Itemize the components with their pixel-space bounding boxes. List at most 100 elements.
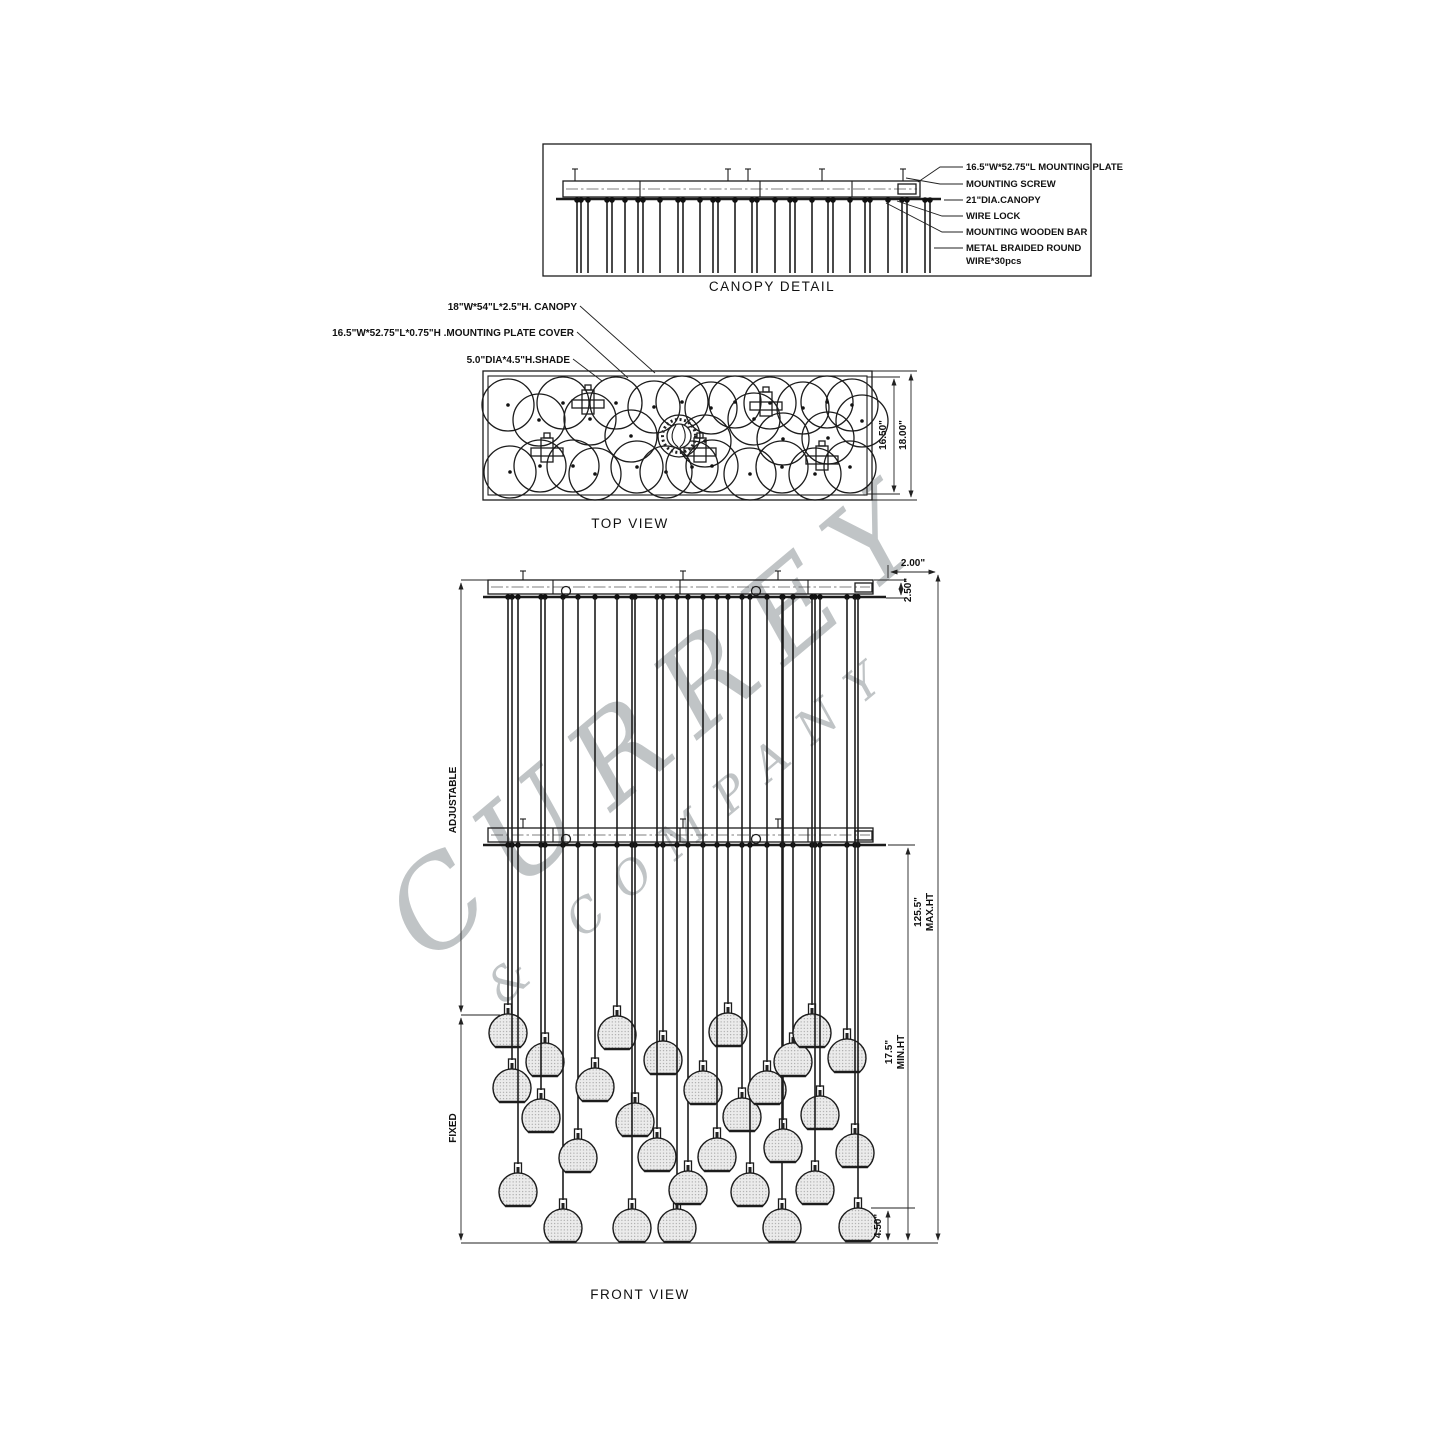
canopy-wires	[574, 197, 933, 273]
socket-pin	[593, 1062, 597, 1069]
wire-lock-dot	[792, 197, 798, 203]
shade-center-dot	[690, 465, 694, 469]
top-view-shades	[481, 375, 889, 501]
shade-center-dot	[752, 417, 756, 421]
shade-circle	[568, 447, 622, 501]
socket-pin	[791, 1037, 795, 1044]
dim-max-value: 125.5"	[913, 897, 924, 927]
socket-pin	[576, 1133, 580, 1140]
top-view-leader-lines	[572, 305, 656, 382]
pendant	[558, 598, 598, 1174]
label-braided-wire-1: METAL BRAIDED ROUND	[966, 243, 1081, 254]
wire-lock-dot	[675, 197, 681, 203]
label-tv-shade: 5.0"DIA*4.5"H.SHADE	[467, 355, 571, 366]
wire-lock-dot	[538, 594, 544, 600]
dim-fixed: FIXED	[448, 1113, 459, 1142]
wire-lock-dot	[515, 594, 521, 600]
shade-center-dot	[748, 472, 752, 476]
socket-pin	[781, 1123, 785, 1130]
wire-lock-dot	[560, 594, 566, 600]
shade-center-dot	[652, 405, 656, 409]
top-view-title: TOP VIEW	[591, 516, 669, 531]
pendant	[521, 598, 561, 1134]
pendant	[730, 598, 770, 1208]
pendant	[525, 598, 565, 1078]
shade-circle	[546, 439, 600, 493]
wire-lock-dot	[697, 197, 703, 203]
pendant	[697, 598, 737, 1173]
shade-circle	[800, 375, 854, 429]
shade-center-dot	[537, 418, 541, 422]
front-view: 2.00" 2.50" ADJUSTABLE FIXED 125.5" MAX.…	[448, 558, 941, 1302]
wire-lock-dot	[685, 594, 691, 600]
shade-center-dot	[614, 401, 618, 405]
socket-pin	[701, 1065, 705, 1072]
shade-circle	[823, 440, 877, 494]
pendant	[762, 598, 802, 1244]
pendant	[543, 598, 583, 1244]
pendant	[643, 598, 683, 1076]
mount-bracket	[749, 386, 783, 417]
label-braided-wire-2: WIRE*30pcs	[966, 256, 1021, 267]
front-view-title: FRONT VIEW	[590, 1287, 690, 1302]
dim-max-unit: MAX.HT	[925, 893, 936, 931]
socket-pin	[510, 1063, 514, 1070]
wire-lock-dot	[812, 594, 818, 600]
label-canopy-dia: 21"DIA.CANOPY	[966, 195, 1041, 206]
socket-pin	[655, 1132, 659, 1139]
wire-lock-dot	[575, 594, 581, 600]
socket-pin	[726, 1007, 730, 1014]
dim-min-unit: MIN.HT	[896, 1035, 907, 1069]
watermark: CURREY & COMPANY	[359, 447, 965, 1015]
shade-circle	[684, 381, 738, 435]
glass-shade	[708, 1012, 748, 1047]
glass-shade	[488, 1013, 528, 1048]
shade-center-dot	[538, 464, 542, 468]
glass-shade	[637, 1137, 677, 1172]
wire-lock-dot	[640, 197, 646, 203]
wire-lock-dot	[749, 197, 755, 203]
glass-shade	[521, 1098, 561, 1133]
wire-lock-dot	[654, 594, 660, 600]
label-mounting-plate: 16.5"W*52.75"L MOUNTING PLATE	[966, 162, 1123, 173]
socket-pin	[675, 1203, 679, 1210]
pendant	[668, 598, 708, 1206]
wire-lock-dot	[790, 594, 796, 600]
wire-lock-dot	[609, 197, 615, 203]
glass-shade	[827, 1038, 867, 1073]
glass-shade	[773, 1042, 813, 1077]
socket-pin	[686, 1165, 690, 1172]
shade-circle	[727, 392, 781, 446]
wire-lock-dot	[680, 197, 686, 203]
shade-center-dot	[860, 419, 864, 423]
wire-lock-dot	[604, 197, 610, 203]
shade-circle	[604, 409, 658, 463]
wire-lock-dot	[764, 594, 770, 600]
shade-circle	[756, 412, 810, 466]
shade-center-dot	[850, 403, 854, 407]
shade-circle	[639, 445, 693, 499]
shade-circle	[665, 440, 719, 494]
wire-lock-dot	[754, 197, 760, 203]
canopy-detail-title: CANOPY DETAIL	[709, 279, 835, 294]
pendant	[838, 598, 878, 1243]
wire-lock-dot	[578, 197, 584, 203]
shade-circle	[563, 392, 617, 446]
socket-pin	[845, 1033, 849, 1040]
wire-lock-dot	[899, 197, 905, 203]
shade-circle	[743, 376, 797, 430]
label-mounting-screw: MOUNTING SCREW	[966, 179, 1056, 190]
wire-lock-dot	[825, 197, 831, 203]
glass-shade	[525, 1042, 565, 1077]
socket-pin	[561, 1203, 565, 1210]
wire-lock-dot	[830, 197, 836, 203]
wire-lock-dot	[657, 197, 663, 203]
socket-pin	[539, 1093, 543, 1100]
glass-shade	[835, 1133, 875, 1168]
top-view-center-hub	[657, 414, 701, 458]
wire-lock-dot	[660, 594, 666, 600]
shade-circle	[825, 378, 879, 432]
pendant	[773, 598, 813, 1078]
socket-pin	[818, 1090, 822, 1097]
pendant	[597, 598, 637, 1051]
